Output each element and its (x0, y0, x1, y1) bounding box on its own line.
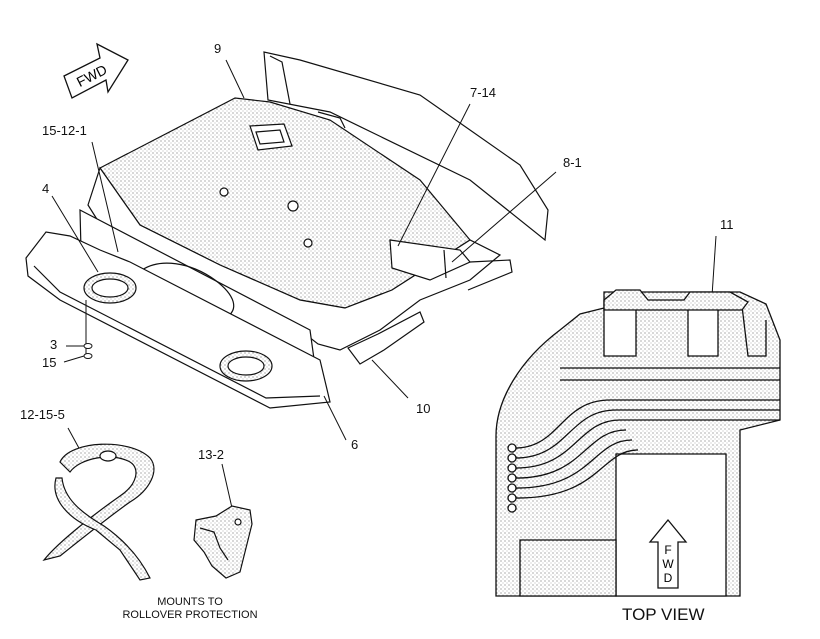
callout-6: 6 (351, 437, 359, 452)
top-view-fwd-letter: F (664, 543, 671, 557)
callout-15: 15 (42, 355, 57, 370)
callout-13-2: 13-2 (198, 447, 225, 462)
leader-lines (51, 59, 717, 509)
top-view-fwd-arrow-icon: F W D (648, 518, 688, 589)
clip-part-drawing (193, 505, 253, 579)
callout-11: 11 (720, 217, 734, 232)
top-view-fwd-letter: W (662, 557, 674, 571)
mounts-caption: MOUNTS TO ROLLOVER PROTECTION (100, 596, 280, 622)
callout-15-12-1: 15-12-1 (42, 123, 87, 138)
callout-4: 4 (42, 181, 50, 196)
callout-10: 10 (416, 401, 431, 416)
fwd-arrow-icon: FWD (63, 42, 129, 99)
strap-part-drawing (42, 443, 155, 581)
top-view-fwd-letter: D (664, 571, 673, 585)
mounts-caption-line2: ROLLOVER PROTECTION (122, 609, 258, 621)
callout-12-15-5: 12-15-5 (20, 407, 65, 422)
callout-3: 3 (50, 337, 58, 352)
bolt-washer-icon (83, 343, 93, 359)
callout-7-14: 7-14 (470, 85, 497, 100)
mounts-caption-line1: MOUNTS TO (157, 596, 223, 608)
callout-8-1: 8-1 (563, 155, 582, 170)
floor-plate-assembly (25, 51, 549, 409)
top-view-label: TOP VIEW (622, 605, 705, 624)
callout-9: 9 (214, 41, 222, 56)
top-view-drawing (495, 289, 781, 597)
